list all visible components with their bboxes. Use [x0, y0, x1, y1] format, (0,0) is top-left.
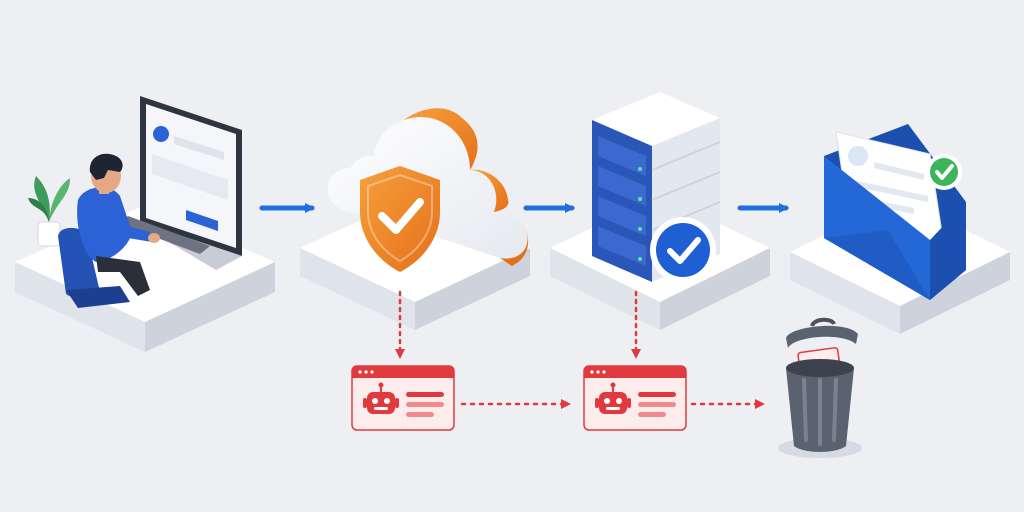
- plant-icon: [28, 176, 70, 247]
- spam-message-card-2: [583, 365, 687, 431]
- cloud-shield-check-icon: [327, 108, 529, 272]
- robot-icon: [595, 382, 631, 414]
- user-laptop-icon: [28, 96, 242, 308]
- trash-can-icon: [778, 317, 862, 458]
- spam-message-card-1: [351, 365, 455, 431]
- server-units: [598, 136, 721, 266]
- envelope-check-icon: [824, 124, 966, 300]
- robot-icon: [363, 382, 399, 414]
- server-check-icon: [592, 92, 721, 283]
